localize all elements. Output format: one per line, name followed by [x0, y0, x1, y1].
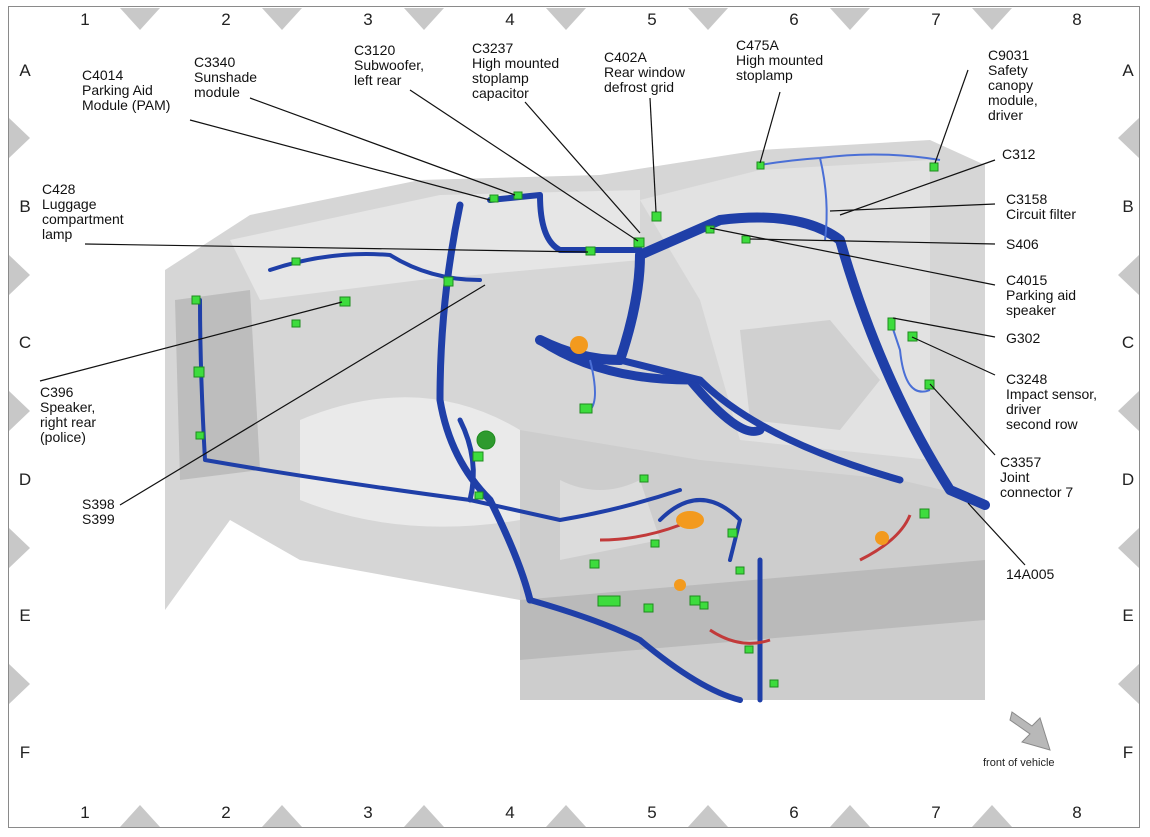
grid-row-f-right: F [1122, 743, 1134, 762]
front-of-vehicle-label: front of vehicle [983, 757, 1055, 769]
grid-col-8-top: 8 [1072, 10, 1082, 29]
grid-col-4-top: 4 [505, 10, 515, 29]
grid-col-5-bottom: 5 [647, 803, 657, 822]
diagram-frame [8, 6, 1140, 828]
grid-row-d-left: D [18, 470, 32, 489]
grid-row-a-right: A [1122, 61, 1134, 80]
connectors [191, 161, 939, 688]
callout-g302: G302 [1006, 330, 1041, 346]
grid-col-7-top: 7 [931, 10, 941, 29]
grid-row-e-left: E [19, 606, 31, 625]
callout-s406: S406 [1006, 236, 1039, 252]
grid-row-d-right: D [1121, 470, 1135, 489]
callout-14a005: 14A005 [1006, 566, 1055, 582]
leader-lines [39, 69, 1026, 566]
vehicle-body [165, 140, 985, 700]
grid-col-1-top: 1 [80, 10, 90, 29]
grid-row-b-left: B [19, 197, 31, 216]
front-arrow-icon [1009, 711, 1051, 751]
grid-col-6-bottom: 6 [789, 803, 799, 822]
grid-row-f-left: F [19, 743, 31, 762]
grid-row-c-right: C [1121, 333, 1135, 352]
grid-col-4-bottom: 4 [505, 803, 515, 822]
grid-col-2-bottom: 2 [221, 803, 231, 822]
grid-col-1-bottom: 1 [80, 803, 90, 822]
grid-col-8-bottom: 8 [1072, 803, 1082, 822]
grid-col-5-top: 5 [647, 10, 657, 29]
grid-row-c-left: C [18, 333, 32, 352]
grid-col-2-top: 2 [221, 10, 231, 29]
orange-components [570, 336, 889, 591]
grid-col-3-bottom: 3 [363, 803, 373, 822]
grid-row-a-left: A [19, 61, 31, 80]
callout-c312: C312 [1002, 146, 1036, 162]
grid-col-7-bottom: 7 [931, 803, 941, 822]
grid-border-markers [9, 8, 1139, 827]
grid-col-3-top: 3 [363, 10, 373, 29]
grid-col-6-top: 6 [789, 10, 799, 29]
grid-row-b-right: B [1122, 197, 1134, 216]
red-wires [599, 514, 912, 645]
main-harness [198, 192, 990, 703]
grid-row-e-right: E [1122, 606, 1134, 625]
